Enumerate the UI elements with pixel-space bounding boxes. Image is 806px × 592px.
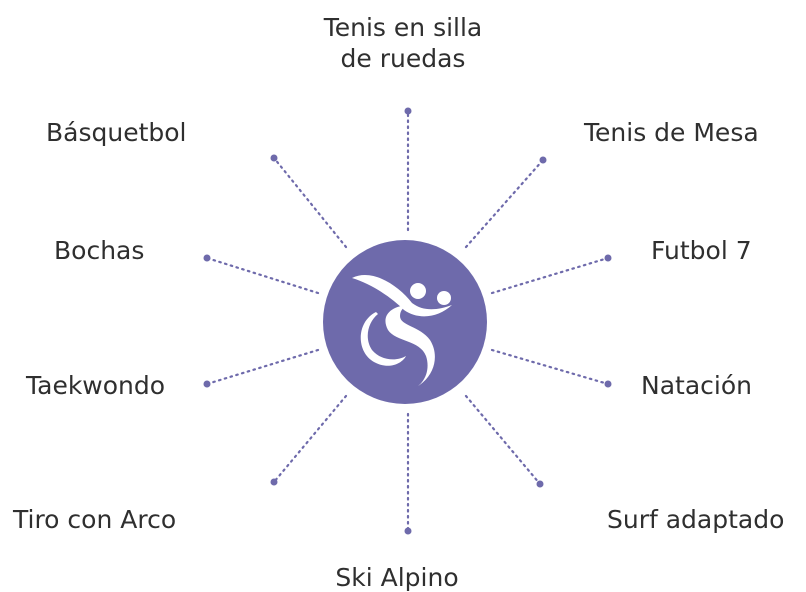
connector-line-futbol: [490, 256, 610, 295]
sport-label-tenis-silla-ruedas: Tenis en silla de ruedas: [324, 12, 483, 74]
connector-endpoint-ski: [404, 527, 412, 535]
connector-line-tiro: [272, 394, 348, 484]
connector-endpoint-bochas: [203, 254, 211, 262]
connector-endpoint-tenis-mesa: [539, 156, 547, 164]
connector-line-taekwondo: [205, 348, 320, 386]
sport-label-futbol-7: Futbol 7: [651, 236, 752, 265]
center-circle: [323, 240, 487, 404]
sport-label-bochas: Bochas: [54, 236, 145, 265]
connector-line-tenis-mesa: [464, 158, 545, 249]
connector-line-bochas: [205, 256, 320, 295]
connector-line-surf: [464, 394, 542, 486]
sport-label-natacion: Natación: [641, 371, 752, 400]
sport-label-tiro-con-arco: Tiro con Arco: [13, 505, 177, 534]
connector-endpoint-futbol: [604, 254, 612, 262]
label-line-1: Tenis en silla: [323, 13, 483, 42]
sport-label-tenis-de-mesa: Tenis de Mesa: [584, 118, 759, 147]
sport-label-surf-adaptado: Surf adaptado: [607, 505, 785, 534]
connector-line-natacion: [490, 348, 610, 386]
sport-label-basquetbol: Básquetbol: [46, 118, 187, 147]
wheelchair-athlete-icon: [352, 275, 452, 386]
sport-label-ski-alpino: Ski Alpino: [335, 563, 459, 592]
connector-endpoint-surf: [536, 480, 544, 488]
connector-endpoint-basquetbol: [270, 154, 278, 162]
label-line-2: de ruedas: [340, 44, 466, 73]
connector-endpoint-natacion: [604, 380, 612, 388]
connector-lines: [203, 107, 612, 535]
connector-endpoint-top: [404, 107, 412, 115]
connector-endpoint-tiro: [270, 478, 278, 486]
sport-label-taekwondo: Taekwondo: [26, 371, 166, 400]
connector-line-basquetbol: [272, 156, 348, 249]
connector-endpoint-taekwondo: [203, 380, 211, 388]
